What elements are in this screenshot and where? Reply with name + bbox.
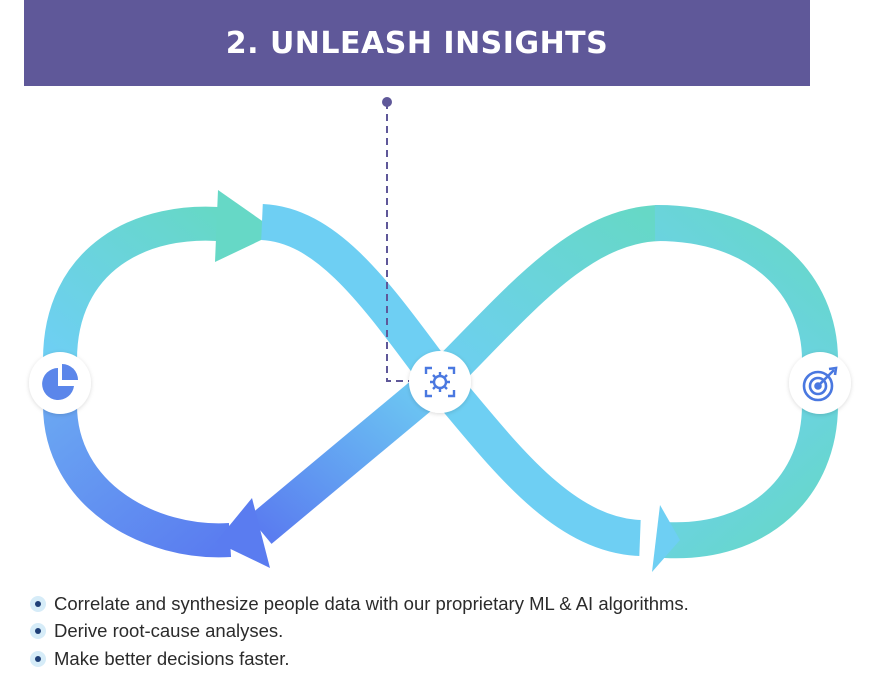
sky-diagonal [260,204,455,391]
bullet-icon [30,623,46,640]
page-title: 2. UNLEASH INSIGHTS [225,25,609,61]
right-top-arc [654,204,838,361]
header-banner: 2. UNLEASH INSIGHTS [24,0,810,86]
list-item: Make better decisions faster. [30,645,689,673]
gear-scan-icon [424,366,456,398]
gear-scan-node [409,351,471,413]
bullet-text: Derive root-cause analyses. [54,620,284,642]
list-item: Derive root-cause analyses. [30,618,689,646]
bullet-icon [30,595,46,612]
bullet-text: Correlate and synthesize people data wit… [54,592,689,614]
bullet-list: Correlate and synthesize people data wit… [30,590,689,673]
left-bottom-arc [43,404,232,558]
list-item: Correlate and synthesize people data wit… [30,590,689,618]
bullet-text: Make better decisions faster. [54,647,290,669]
target-icon [802,366,838,402]
target-node [789,352,851,414]
pie-chart-icon [42,364,78,400]
sky-diagonal-up-right [427,205,662,393]
right-bottom-arc [664,404,838,559]
left-top-arrow [43,190,278,361]
pie-chart-node [29,352,91,414]
bullet-icon [30,650,46,667]
sky-diagonal-arrow [426,368,680,572]
blue-diagonal-arrow [216,366,452,568]
